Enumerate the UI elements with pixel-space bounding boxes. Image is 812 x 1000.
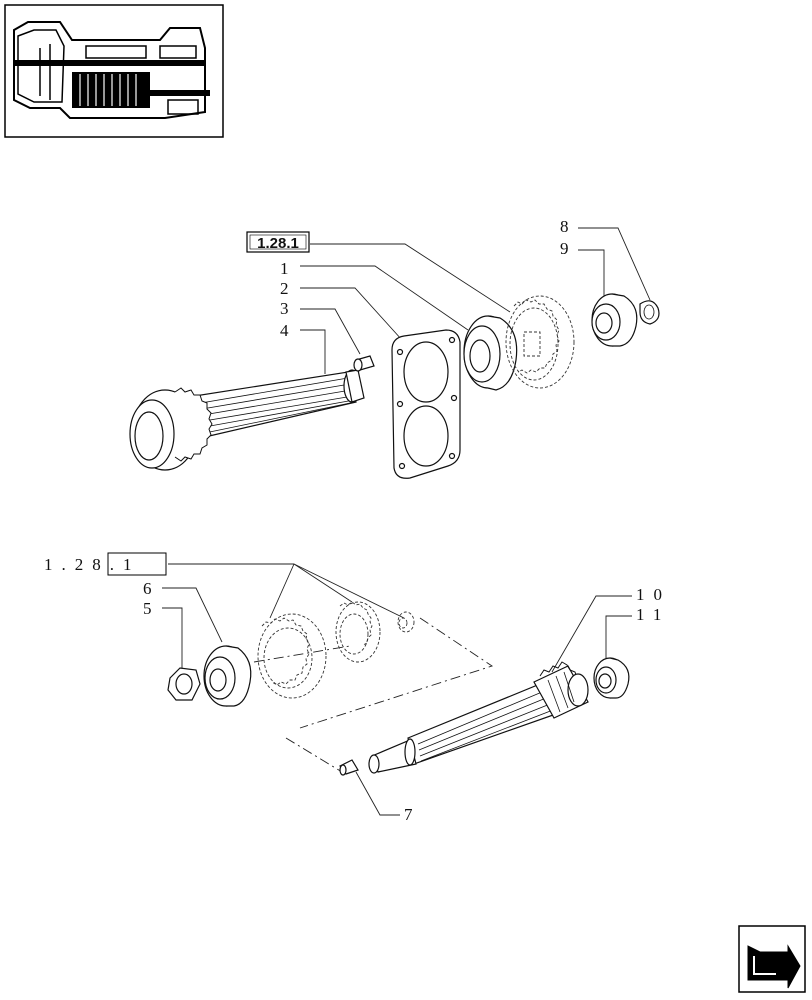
lower-reference-label: 1.28.1 — [44, 555, 141, 574]
part-3-pin[interactable] — [353, 355, 375, 372]
upper-reference-label: 1.28.1 — [257, 235, 299, 252]
callout-8: 8 — [560, 217, 569, 236]
referenced-gear-upper[interactable] — [505, 295, 575, 389]
lower-leader-lines — [162, 563, 632, 816]
part-5-nut[interactable] — [167, 667, 201, 701]
callout-4: 4 — [280, 321, 289, 340]
part-4-input-shaft[interactable] — [129, 369, 365, 471]
callout-10: 10 — [636, 585, 671, 604]
lower-reference-box[interactable] — [107, 552, 167, 576]
part-7-pin[interactable] — [339, 759, 359, 776]
callout-11: 11 — [636, 605, 670, 624]
upper-leader-lines — [300, 227, 651, 374]
callout-3: 3 — [280, 299, 289, 318]
upper-reference-box[interactable]: 1.28.1 — [246, 231, 310, 253]
part-9-bearing[interactable] — [591, 293, 638, 347]
callout-2: 2 — [280, 279, 289, 298]
part-8-circlip[interactable] — [639, 300, 660, 325]
part-10-output-shaft[interactable] — [368, 661, 589, 774]
part-2-gasket[interactable] — [391, 329, 461, 479]
next-page-arrow-icon[interactable] — [738, 925, 806, 993]
alignment-lines — [253, 617, 494, 773]
part-1-bearing[interactable] — [463, 315, 518, 391]
callout-5: 5 — [143, 599, 152, 618]
part-6-bearing[interactable] — [203, 645, 252, 707]
callout-9: 9 — [560, 239, 569, 258]
part-11-bearing[interactable] — [593, 657, 630, 699]
callout-1: 1 — [280, 259, 289, 278]
callout-6: 6 — [143, 579, 152, 598]
transmission-section-thumbnail[interactable] — [4, 4, 224, 138]
callout-7: 7 — [404, 805, 413, 824]
referenced-gears-lower[interactable] — [257, 601, 415, 699]
